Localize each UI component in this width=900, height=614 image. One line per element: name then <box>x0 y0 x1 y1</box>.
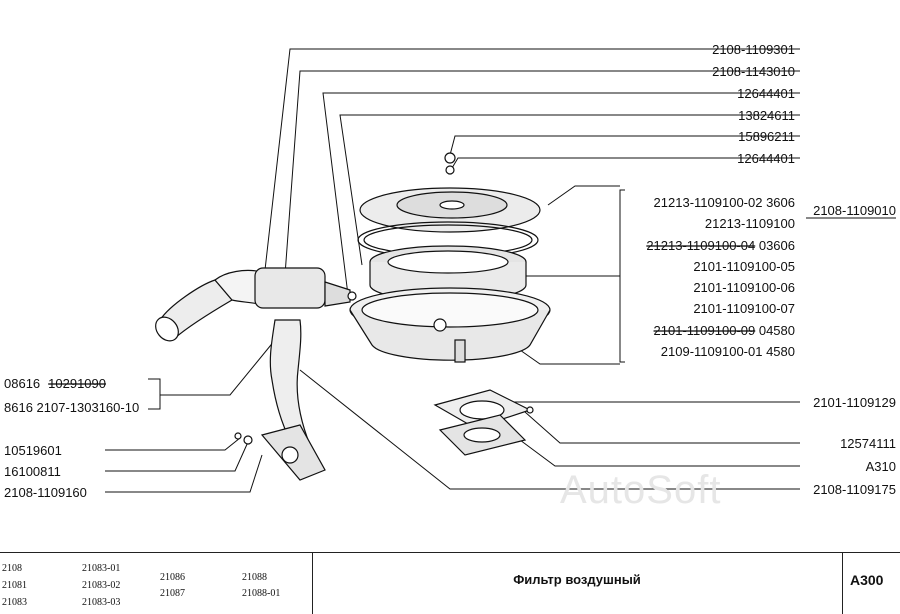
filter-item-7-suffix: 04580 <box>755 323 795 338</box>
model-code: 21083 <box>2 597 27 608</box>
filter-item-7: 2101-1109100-09 04580 <box>654 323 795 338</box>
leader-2108-1109301 <box>264 48 800 271</box>
model-code: 21083-03 <box>82 597 121 608</box>
model-code: 21081 <box>2 580 27 591</box>
left-label-line1-prefix: 08616 <box>4 376 40 391</box>
leader-2108-1109160 <box>105 454 263 493</box>
air-filter-drawing <box>349 152 551 456</box>
label-12644401-b: 12644401 <box>737 151 795 166</box>
label-2101-1109129: 2101-1109129 <box>813 395 896 410</box>
leader-A310 <box>519 439 800 467</box>
leader-16100811 <box>105 441 249 472</box>
watermark: AutoSoft <box>560 468 722 512</box>
label-15896211: 15896211 <box>738 129 795 144</box>
leader-left-hose <box>160 339 276 396</box>
leader-filter-body <box>519 349 620 365</box>
label-2108-1109160: 2108-1109160 <box>4 485 87 500</box>
footer-divider <box>312 553 313 614</box>
left-bracket <box>148 378 161 410</box>
exploded-parts-diagram: 2108-1109301 2108-1143010 12644401 13824… <box>4 42 896 500</box>
label-2108-1143010: 2108-1143010 <box>712 64 795 79</box>
filter-item-8: 2109-1109100-01 4580 <box>661 344 795 359</box>
model-code: 21088-01 <box>242 588 281 599</box>
label-12574111: 12574111 <box>840 436 896 451</box>
filter-item-4: 2101-1109100-05 <box>693 259 795 274</box>
page-code: A300 <box>850 572 884 588</box>
label-16100811: 16100811 <box>4 464 61 479</box>
label-10519601: 10519601 <box>4 443 62 458</box>
model-code: 21083-02 <box>82 580 121 591</box>
leader-filter-housing <box>547 185 620 206</box>
filter-item-2: 21213-1109100 <box>705 216 795 231</box>
intake-pipe-drawing <box>155 267 357 481</box>
filter-item-3-code: 21213-1109100-04 <box>646 238 755 253</box>
model-code: 2108 <box>2 563 22 574</box>
model-code: 21087 <box>160 588 185 599</box>
left-label-line1-struck: 10291090 <box>48 376 106 391</box>
label-A310: A310 <box>866 459 896 474</box>
leader-2101-1109129 <box>489 401 800 411</box>
filter-item-1: 21213-1109100-02 3606 <box>654 195 795 210</box>
leader-15896211 <box>449 135 800 156</box>
left-label-line2: 8616 2107-1303160-10 <box>4 400 139 415</box>
model-code: 21083-01 <box>82 563 121 574</box>
filter-assembly-label: 2108-1109010 <box>813 203 896 218</box>
leader-10519601 <box>105 437 241 451</box>
leader-12644401-b <box>451 157 800 169</box>
model-code: 21086 <box>160 572 185 583</box>
filter-item-3: 21213-1109100-04 03606 <box>646 238 795 253</box>
filter-item-7-code: 2101-1109100-09 <box>654 323 756 338</box>
filter-group-bracket <box>619 189 625 363</box>
leader-2108-1109175 <box>299 369 800 490</box>
leader-12644401-a <box>322 92 800 296</box>
filter-item-3-suffix: 03606 <box>755 238 795 253</box>
label-13824611: 13824611 <box>738 108 795 123</box>
label-2108-1109301: 2108-1109301 <box>712 42 795 57</box>
footer-divider <box>842 553 843 614</box>
leader-13824611 <box>339 114 800 266</box>
leader-2108-1143010 <box>284 70 800 276</box>
filter-item-6: 2101-1109100-07 <box>693 301 795 316</box>
filter-item-5: 2101-1109100-06 <box>693 280 795 295</box>
footer-table <box>0 552 900 614</box>
label-12644401-a: 12644401 <box>737 86 795 101</box>
left-label-line1: 08616 10291090 <box>4 376 106 391</box>
leader-12574111 <box>524 411 800 444</box>
model-code: 21088 <box>242 572 267 583</box>
label-2108-1109175: 2108-1109175 <box>813 482 896 497</box>
page-title: Фильтр воздушный <box>513 572 641 587</box>
